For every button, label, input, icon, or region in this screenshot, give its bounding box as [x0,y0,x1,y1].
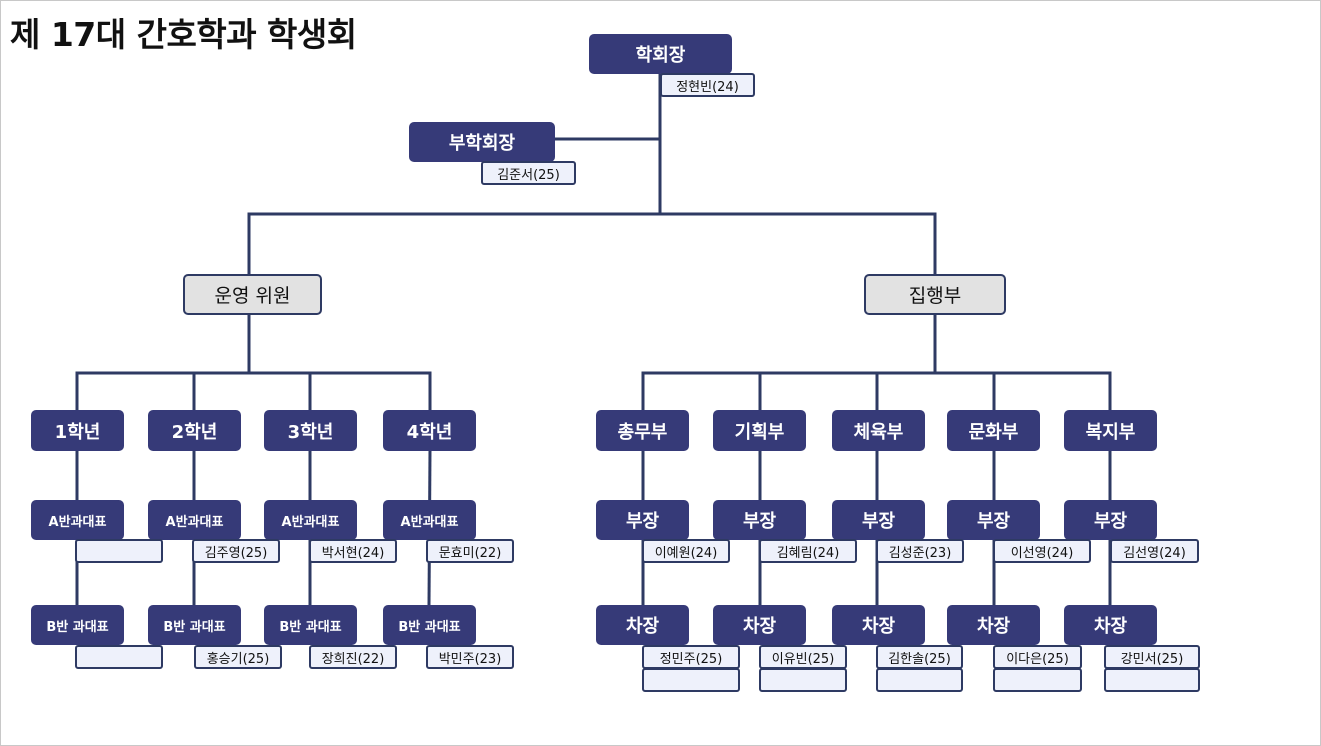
dept-planning-deputy-box: 차장 [713,605,806,645]
vice-president-box: 부학회장 [409,122,555,162]
grade-2-a-rep-name: 김주영(25) [192,539,280,563]
grade-1-box: 1학년 [31,410,124,451]
vice-president-name: 김준서(25) [481,161,576,185]
dept-general-affairs-head-name: 이예원(24) [642,539,730,563]
dept-general-affairs-head-box: 부장 [596,500,689,540]
grade-2-b-rep-box: B반 과대표 [148,605,241,645]
grade-3-a-rep-box: A반과대표 [264,500,357,540]
grade-4-b-rep-name: 박민주(23) [426,645,514,669]
grade-1-b-rep-name [75,645,163,669]
dept-sports-deputy-name-1: 김한솔(25) [876,645,963,669]
grade-1-b-rep-box: B반 과대표 [31,605,124,645]
dept-welfare-deputy-box: 차장 [1064,605,1157,645]
president-box: 학회장 [589,34,732,74]
dept-planning-head-name: 김혜림(24) [759,539,857,563]
grade-3-b-rep-name: 장희진(22) [309,645,397,669]
dept-welfare-box: 복지부 [1064,410,1157,451]
dept-general-affairs-deputy-box: 차장 [596,605,689,645]
dept-culture-deputy-name-1: 이다은(25) [993,645,1082,669]
grade-4-b-rep-box: B반 과대표 [383,605,476,645]
dept-culture-head-name: 이선영(24) [993,539,1091,563]
dept-general-affairs-box: 총무부 [596,410,689,451]
dept-sports-box: 체육부 [832,410,925,451]
dept-planning-box: 기획부 [713,410,806,451]
dept-general-affairs-deputy-name-2 [642,668,740,692]
grade-3-a-rep-name: 박서현(24) [309,539,397,563]
grade-4-a-rep-box: A반과대표 [383,500,476,540]
dept-culture-head-box: 부장 [947,500,1040,540]
operating-committee-box: 운영 위원 [183,274,322,315]
dept-welfare-deputy-name-1: 강민서(25) [1104,645,1200,669]
dept-sports-head-name: 김성준(23) [876,539,964,563]
page-title: 제 17대 간호학과 학생회 [10,15,357,54]
grade-2-b-rep-name: 홍승기(25) [194,645,282,669]
grade-2-a-rep-box: A반과대표 [148,500,241,540]
dept-culture-box: 문화부 [947,410,1040,451]
dept-planning-deputy-name-2 [759,668,847,692]
dept-culture-deputy-name-2 [993,668,1082,692]
dept-sports-deputy-box: 차장 [832,605,925,645]
dept-planning-deputy-name-1: 이유빈(25) [759,645,847,669]
dept-sports-head-box: 부장 [832,500,925,540]
grade-1-a-rep-name [75,539,163,563]
dept-sports-deputy-name-2 [876,668,963,692]
dept-culture-deputy-box: 차장 [947,605,1040,645]
executive-box: 집행부 [864,274,1006,315]
dept-welfare-head-box: 부장 [1064,500,1157,540]
grade-4-box: 4학년 [383,410,476,451]
dept-welfare-deputy-name-2 [1104,668,1200,692]
dept-general-affairs-deputy-name-1: 정민주(25) [642,645,740,669]
grade-2-box: 2학년 [148,410,241,451]
dept-planning-head-box: 부장 [713,500,806,540]
grade-3-b-rep-box: B반 과대표 [264,605,357,645]
grade-1-a-rep-box: A반과대표 [31,500,124,540]
grade-4-a-rep-name: 문효미(22) [426,539,514,563]
president-name: 정현빈(24) [660,73,755,97]
dept-welfare-head-name: 김선영(24) [1110,539,1199,563]
grade-3-box: 3학년 [264,410,357,451]
